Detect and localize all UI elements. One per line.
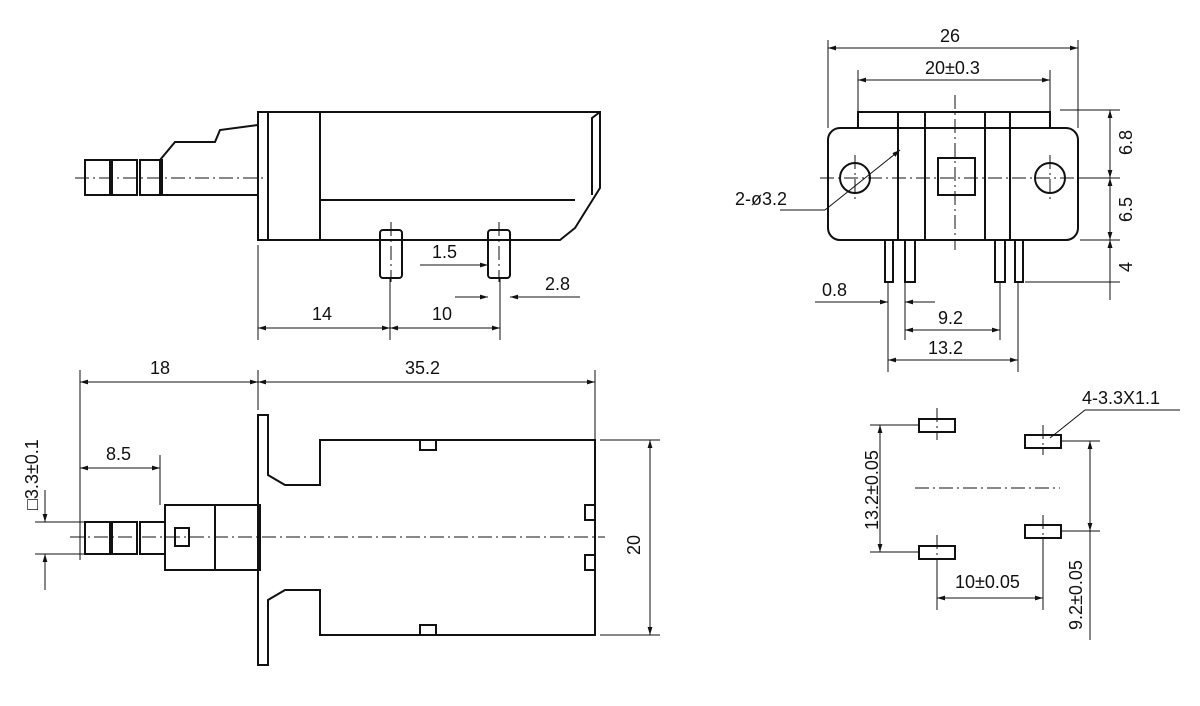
dim-35-2: 35.2 <box>405 358 440 378</box>
pad-label: 4-3.3X1.1 <box>1082 388 1160 408</box>
dim-6-5: 6.5 <box>1116 197 1136 222</box>
dim-26: 26 <box>940 26 960 46</box>
dim-9-2-tol: 9.2±0.05 <box>1066 560 1086 630</box>
dim-0-8: 0.8 <box>822 280 847 300</box>
dim-8-5: 8.5 <box>106 444 131 464</box>
dim-1-5: 1.5 <box>432 242 457 262</box>
dim-20-tol: 20±0.3 <box>925 58 980 78</box>
front-view: 26 20±0.3 6.8 6.5 4 2-ø3.2 0.8 9.2 13.2 <box>735 26 1136 372</box>
side-view: 14 10 1.5 2.8 <box>75 111 601 340</box>
dim-14: 14 <box>312 304 332 324</box>
dim-4: 4 <box>1116 262 1136 272</box>
dim-13-2: 13.2 <box>928 338 963 358</box>
dim-10-tol: 10±0.05 <box>955 572 1020 592</box>
dim-10: 10 <box>432 304 452 324</box>
dim-9-2: 9.2 <box>938 308 963 328</box>
top-view: 18 35.2 8.5 20 □3.3±0.1 <box>22 358 660 666</box>
pcb-layout: 13.2±0.05 10±0.05 9.2±0.05 4-3.3X1.1 <box>862 388 1180 640</box>
dim-2-8: 2.8 <box>545 274 570 294</box>
dim-square: □3.3±0.1 <box>22 439 42 510</box>
dim-18: 18 <box>150 358 170 378</box>
hole-label: 2-ø3.2 <box>735 189 787 209</box>
dim-20: 20 <box>624 535 644 555</box>
dim-6-8: 6.8 <box>1116 130 1136 155</box>
dim-13-2-tol: 13.2±0.05 <box>862 450 882 530</box>
